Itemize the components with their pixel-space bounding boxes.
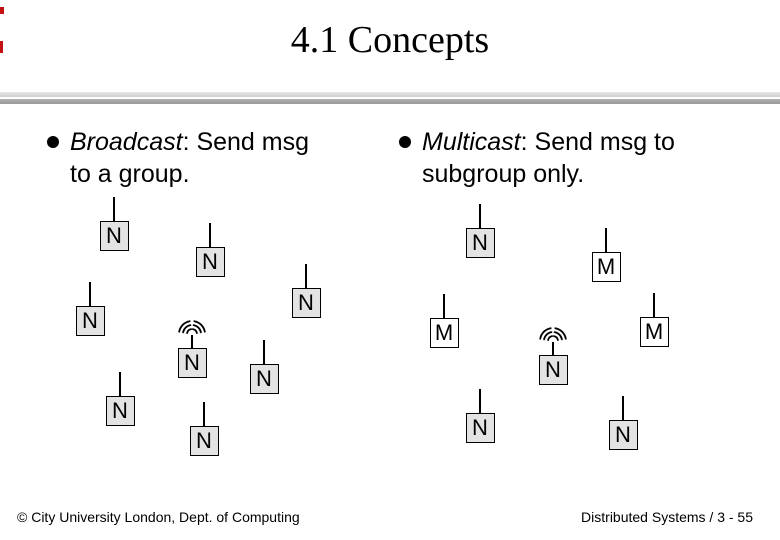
bullet-dot	[399, 136, 411, 148]
term-broadcast: Broadcast	[70, 128, 183, 156]
node-box: N	[249, 364, 279, 394]
slide-title: 4.1 Concepts	[290, 19, 490, 61]
node-box: N	[465, 228, 495, 258]
term-multicast: Multicast	[422, 128, 521, 156]
bullet-multicast-text: Multicast: Send msg to subgroup only.	[422, 126, 704, 190]
radio-waves-icon	[539, 327, 567, 341]
antenna-line	[653, 293, 655, 317]
antenna-line	[622, 396, 624, 420]
node-box: N	[105, 396, 135, 426]
antenna-line	[443, 294, 445, 318]
bullet-multicast: Multicast: Send msg to subgroup only.	[399, 126, 704, 190]
bullet-broadcast-text: Broadcast: Send msg to a group.	[70, 126, 324, 190]
node-M: M	[591, 228, 621, 282]
bullet-broadcast: Broadcast: Send msg to a group.	[47, 126, 324, 190]
footer-copyright: © City University London, Dept. of Compu…	[17, 509, 300, 525]
node-N: N	[195, 223, 225, 277]
red-edge-mark	[0, 41, 3, 53]
antenna-line	[605, 228, 607, 252]
node-N: N	[608, 396, 638, 450]
node-box: N	[177, 348, 207, 378]
broadcast-sender-node: N	[177, 311, 207, 378]
antenna-line	[209, 223, 211, 247]
node-N: N	[105, 372, 135, 426]
node-box: N	[99, 221, 129, 251]
node-box: N	[195, 247, 225, 277]
node-box: N	[189, 426, 219, 456]
radio-waves-icon	[178, 320, 206, 334]
node-box: N	[538, 355, 568, 385]
bullet-dot	[47, 136, 59, 148]
bullet-multicast-rest: : Send msg to subgroup only.	[422, 128, 675, 188]
separator-line-dark	[0, 99, 780, 104]
antenna-line	[552, 342, 554, 355]
separator-line-light	[0, 92, 780, 97]
footer-page-number: Distributed Systems / 3 - 55	[581, 509, 753, 525]
red-edge-mark	[0, 7, 4, 14]
node-M: M	[429, 294, 459, 348]
node-N: N	[75, 282, 105, 336]
node-box: M	[591, 252, 621, 282]
node-N: N	[99, 197, 129, 251]
node-box: M	[639, 317, 669, 347]
node-box: N	[608, 420, 638, 450]
node-box: N	[291, 288, 321, 318]
antenna-line	[479, 204, 481, 228]
node-box: N	[465, 413, 495, 443]
antenna-line	[305, 264, 307, 288]
multicast-sender-node: N	[538, 318, 568, 385]
node-N: N	[465, 389, 495, 443]
antenna-line	[89, 282, 91, 306]
antenna-line	[191, 335, 193, 348]
node-N: N	[249, 340, 279, 394]
node-M: M	[639, 293, 669, 347]
node-box: M	[429, 318, 459, 348]
antenna-line	[119, 372, 121, 396]
node-N: N	[465, 204, 495, 258]
antenna-line	[203, 402, 205, 426]
bullet-broadcast-rest: : Send msg to a group.	[70, 128, 310, 188]
node-box: N	[75, 306, 105, 336]
antenna-line	[263, 340, 265, 364]
antenna-line	[479, 389, 481, 413]
node-N: N	[291, 264, 321, 318]
antenna-line	[113, 197, 115, 221]
node-N: N	[189, 402, 219, 456]
